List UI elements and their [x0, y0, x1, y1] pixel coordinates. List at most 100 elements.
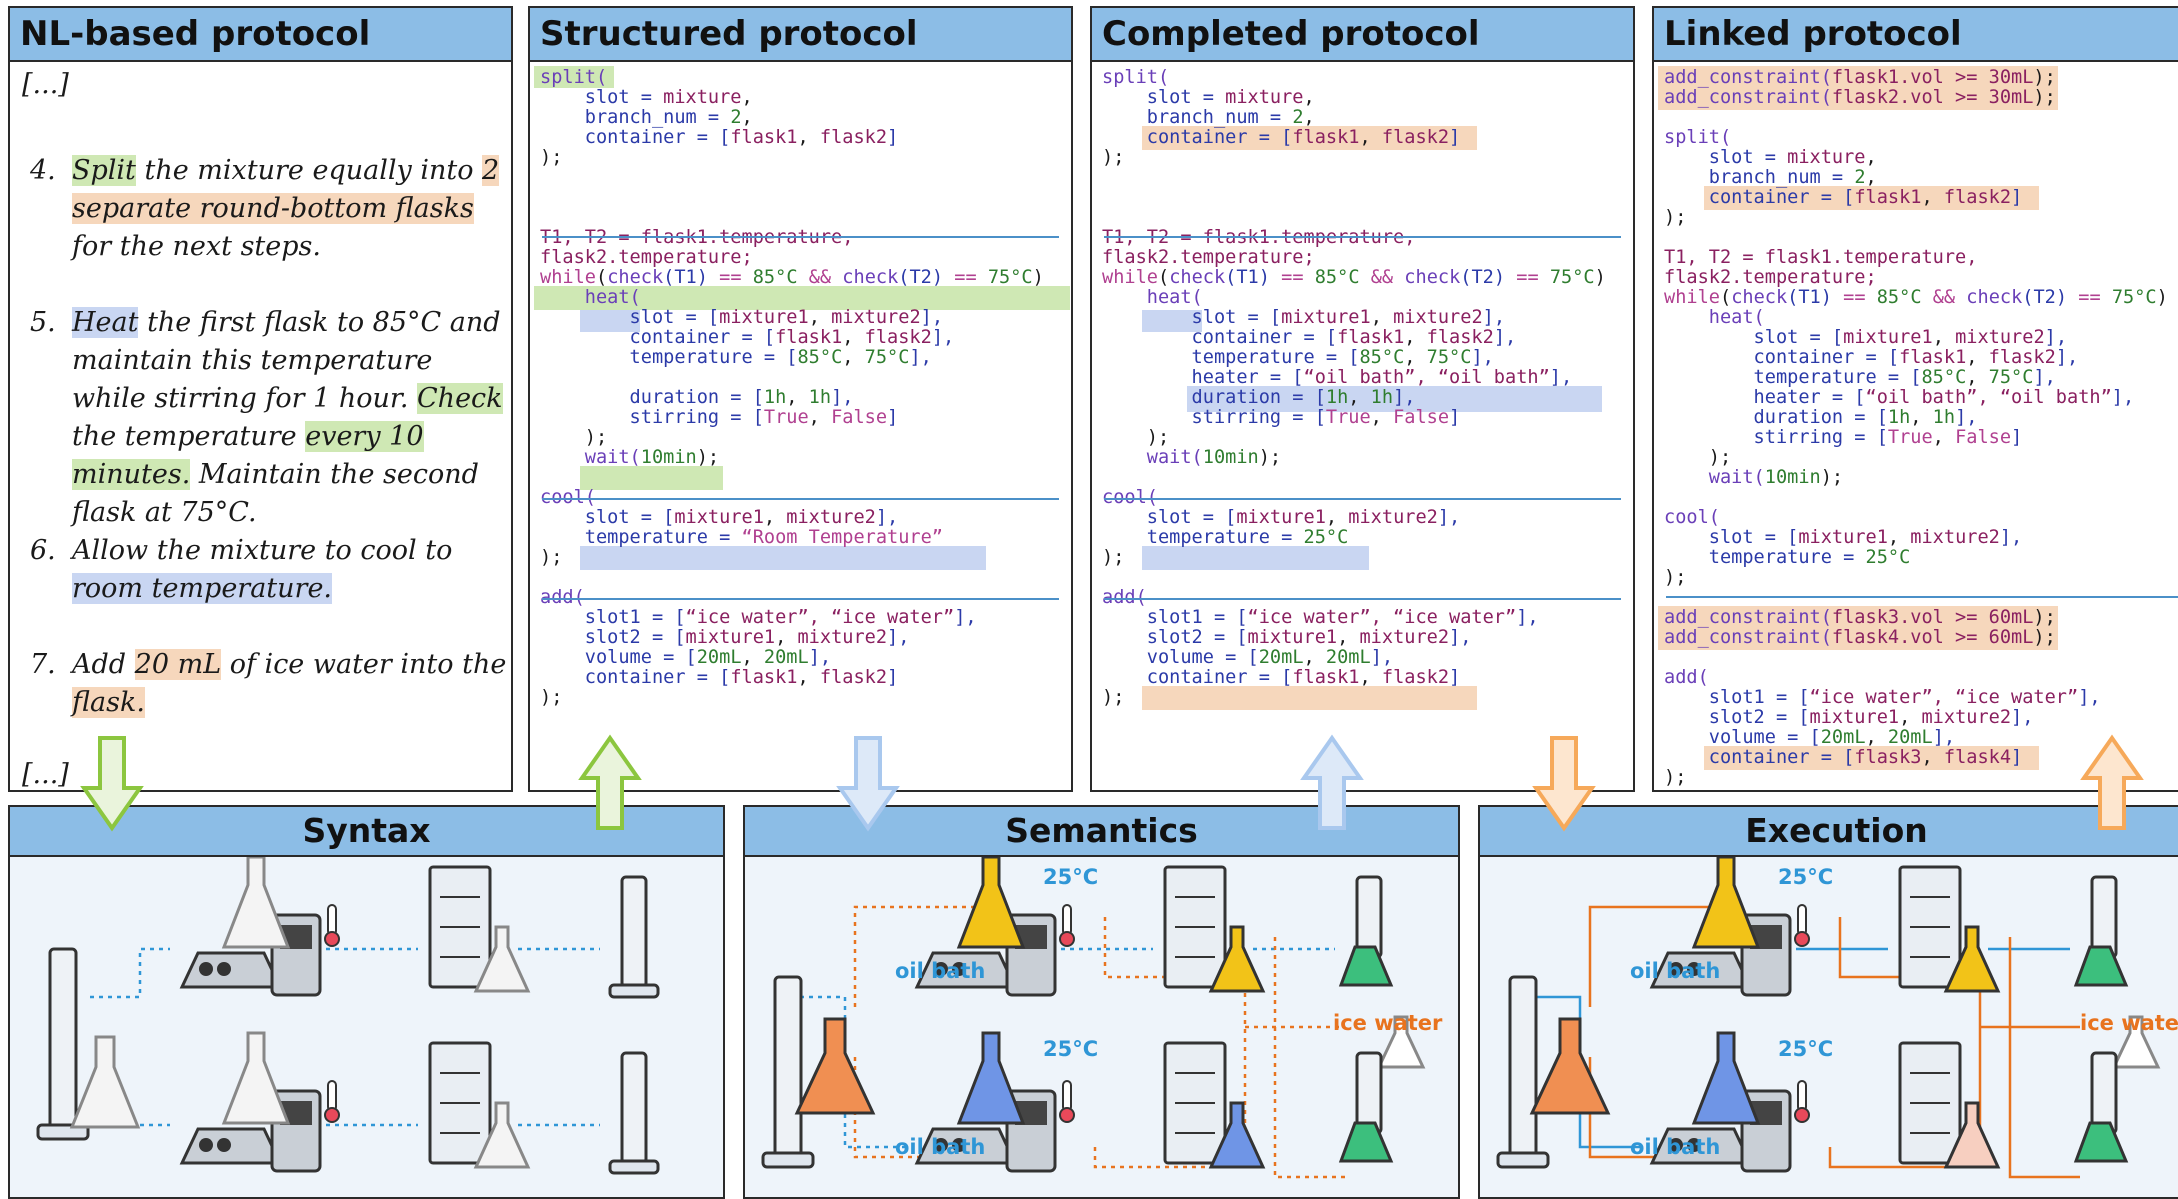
code-token: ], — [2078, 687, 2101, 708]
code-token: , — [797, 127, 820, 148]
highlighted-phrase: flask. — [72, 687, 145, 718]
code-token: , — [1899, 707, 1922, 728]
code-token: mixture2 — [1955, 327, 2045, 348]
step-text: Split the mixture equally into 2 separat… — [72, 152, 510, 266]
code-token: ] — [1449, 127, 1461, 148]
cylinder-icon — [2073, 875, 2129, 987]
phrase: of ice water into the — [221, 649, 507, 680]
code-token: flask2.temperature; — [540, 247, 753, 268]
code-token: ], — [1370, 647, 1394, 668]
code-token: 25°C — [1303, 527, 1349, 548]
code-token: , — [1348, 387, 1371, 408]
code-token: ); — [1102, 547, 1125, 568]
code-token: container = [ — [1102, 667, 1293, 688]
code-line: container = [flask1, flask2] — [1102, 128, 1629, 148]
code-line: slot2 = [mixture1, mixture2], — [1102, 628, 1629, 648]
incubator-icon — [1898, 1041, 1962, 1165]
cylinder-icon — [608, 875, 660, 999]
code-token: (T2) — [1460, 267, 1517, 288]
temperature-label: 25°C — [1043, 865, 1099, 889]
code-token: ); — [696, 447, 720, 468]
code-token: add( — [1664, 667, 1709, 688]
flask-icon — [69, 1035, 141, 1129]
code-token: flask2 — [1381, 127, 1450, 148]
code-line: slot = [mixture1, mixture2], — [1102, 308, 1629, 328]
code-token: mixture2 — [797, 627, 888, 648]
code-line: temperature = “Room Temperature” — [540, 528, 1067, 548]
code-line: slot1 = [“ice water”, “ice water”], — [1664, 688, 2178, 708]
code-token: mixture1 — [1843, 327, 1933, 348]
code-token: == — [2078, 287, 2101, 308]
code-line: slot = [mixture1, mixture2], — [1102, 508, 1629, 528]
code-token: add_constraint( — [1664, 607, 1832, 628]
code-token: temperature = — [1102, 527, 1304, 548]
code-line: volume = [20mL, 20mL], — [540, 648, 1067, 668]
code-token: slot = [ — [540, 307, 720, 328]
flask-yellow-icon — [1691, 857, 1761, 949]
code-token: ], — [1955, 407, 1978, 428]
code-token: == — [1281, 267, 1304, 288]
code-token: , — [1865, 727, 1888, 748]
code-token: check — [1955, 287, 2023, 308]
code-token: ); — [2033, 607, 2056, 628]
code-token: heat( — [1664, 307, 1765, 328]
code-token: add( — [540, 587, 585, 608]
code-line — [1664, 488, 2178, 508]
code-token: , — [775, 627, 798, 648]
code-token: ] — [1449, 407, 1461, 428]
code-token: == — [719, 267, 742, 288]
code-token: , — [1865, 147, 1877, 168]
code-token: 85°C — [741, 267, 809, 288]
code-token: slot2 = [ — [1664, 707, 1810, 728]
code-line: while(check(T1) == 85°C && check(T2) == … — [540, 268, 1067, 288]
highlight — [1704, 186, 2039, 210]
arrow-up-orange — [2080, 734, 2144, 830]
code-line: container = [flask1, flask2] — [1102, 668, 1629, 688]
code-token: wait( — [1664, 467, 1765, 488]
code-token: slot1 = [ — [1102, 607, 1248, 628]
highlight — [1658, 606, 2058, 650]
code-token: , — [1404, 327, 1427, 348]
code-line — [1664, 648, 2178, 668]
code-token: ); — [540, 147, 563, 168]
code-token: flask2.vol >= 30mL — [1831, 87, 2034, 108]
code-token: , — [808, 307, 832, 328]
code-token: ], — [1516, 607, 1539, 628]
code-line — [1102, 188, 1629, 208]
arrow-down-green — [80, 736, 144, 832]
code-token: mixture1 — [674, 507, 764, 528]
syntax-lab-scene — [36, 857, 660, 1175]
code-token: 85°C — [1921, 367, 1967, 388]
code-token: , — [842, 347, 865, 368]
code-line: duration = [1h, 1h], — [1102, 388, 1629, 408]
code-line — [1664, 588, 2178, 608]
code-token: flask2 — [819, 667, 888, 688]
code-token: check — [831, 267, 899, 288]
thermometer-icon — [1059, 904, 1075, 947]
code-token: ] — [2011, 747, 2023, 768]
code-token: ], — [920, 307, 944, 328]
code-block: split( slot = mixture, branch_num = 2, c… — [540, 68, 1067, 708]
phrase: the first flask to 85°C and maintain thi… — [72, 307, 501, 414]
flask-blue-icon — [1691, 1031, 1761, 1125]
code-line: cool( — [1664, 508, 2178, 528]
code-token: ], — [909, 347, 932, 368]
nl-step: 4.Split the mixture equally into 2 separ… — [30, 152, 510, 266]
code-token: ); — [540, 547, 563, 568]
code-line: volume = [20mL, 20mL], — [1664, 728, 2178, 748]
code-token: , — [1337, 627, 1360, 648]
code-token: mixture2 — [786, 507, 876, 528]
code-token: container = [ — [540, 327, 776, 348]
code-token: 85°C — [1359, 347, 1405, 368]
code-token: , — [786, 387, 809, 408]
code-token: True — [763, 407, 809, 428]
cylinder-icon — [1338, 875, 1394, 987]
code-token: flask1 — [1292, 127, 1360, 148]
code-token: && — [1932, 287, 1956, 308]
hotplate-icon — [179, 913, 322, 997]
phrase: the mixture equally into — [135, 155, 483, 186]
code-line: ); — [540, 548, 1067, 568]
code-token: container = [ — [1664, 187, 1855, 208]
code-line: slot = mixture, — [540, 88, 1067, 108]
code-token: stirring = [ — [540, 407, 764, 428]
